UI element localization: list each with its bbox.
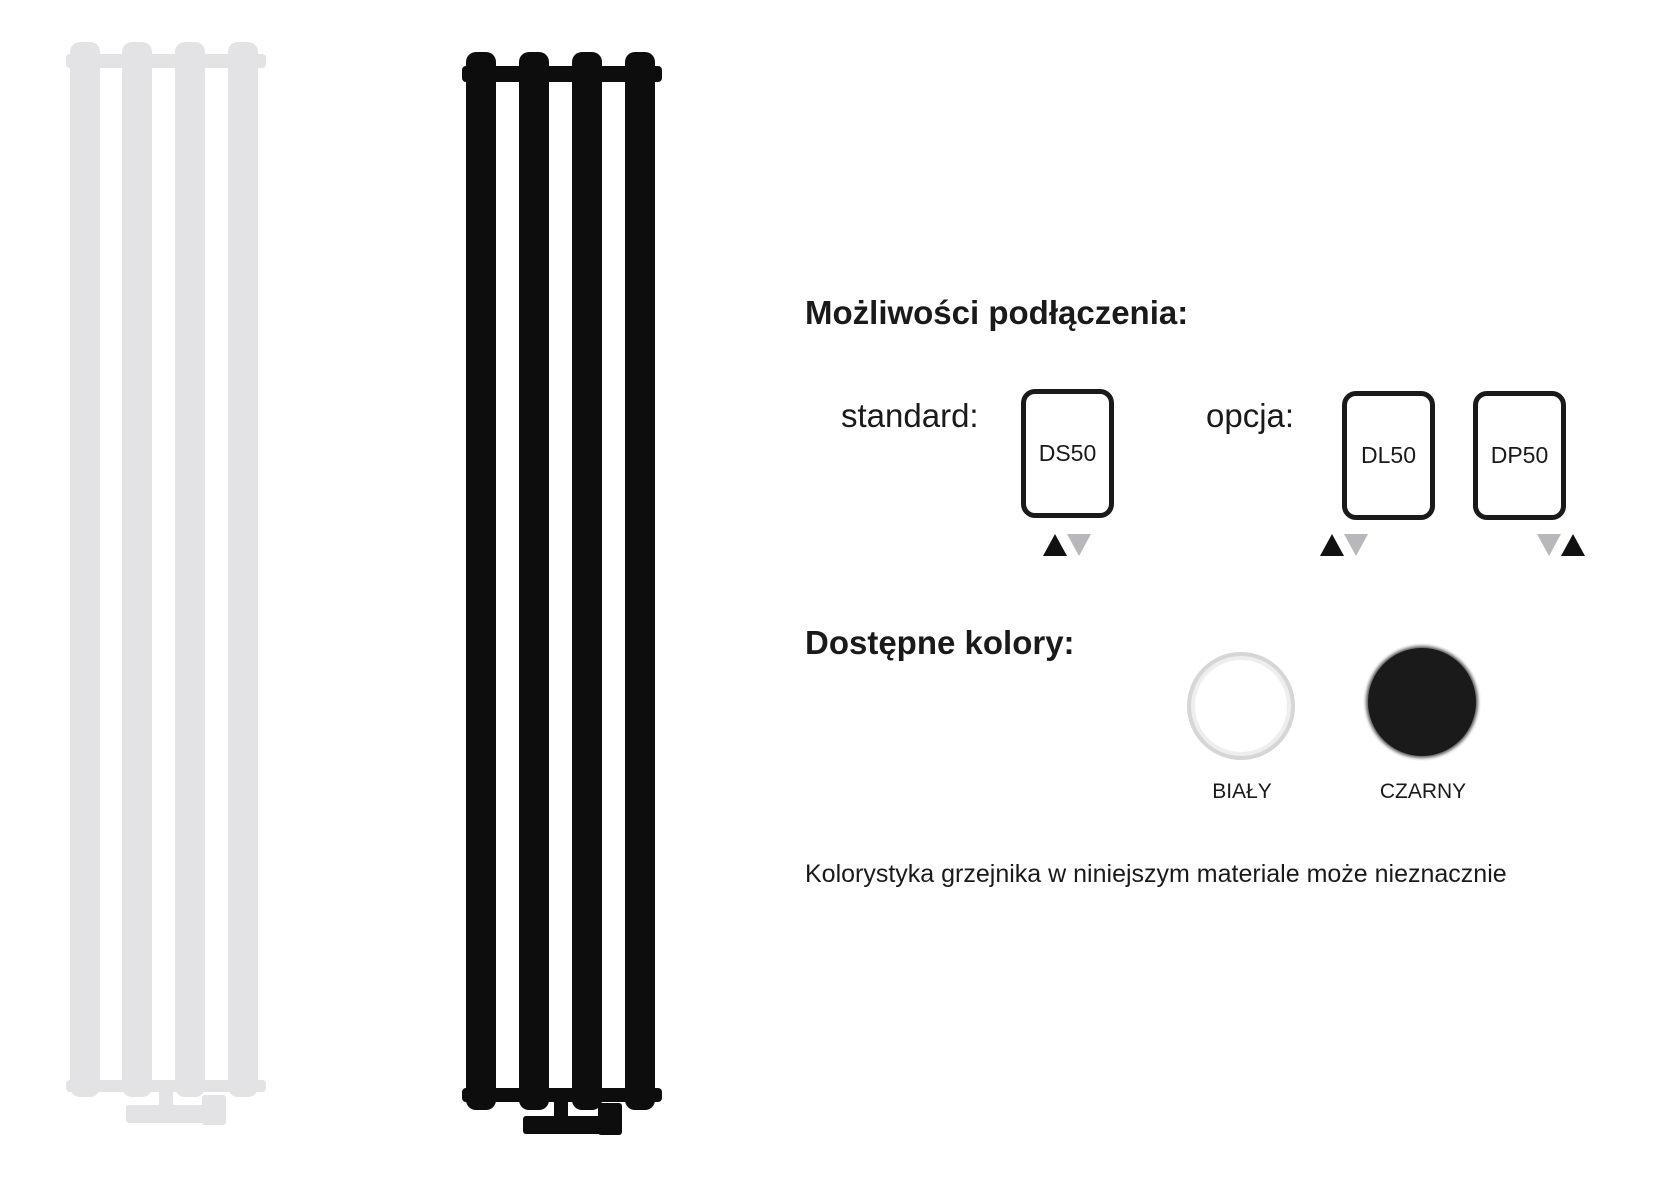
white-radiator-image — [66, 42, 266, 1125]
color-label-black: CZARNY — [1379, 780, 1467, 803]
color-label-white: BIAŁY — [1212, 780, 1272, 803]
connection-code: DS50 — [1038, 440, 1097, 466]
black-radiator-image — [462, 52, 662, 1135]
color-disclaimer: Kolorystyka grzejnika w niniejszym mater… — [805, 860, 1507, 888]
connection-code: DL50 — [1361, 442, 1416, 468]
color-swatch-white — [1187, 652, 1295, 760]
arrow-down-icon — [1344, 534, 1368, 556]
connection-dp50: DP50 — [1473, 391, 1566, 520]
connection-ds50: DS50 — [1021, 389, 1114, 518]
option-label: opcja: — [1206, 397, 1295, 434]
colors-heading: Dostępne kolory: — [805, 624, 1075, 661]
arrow-up-icon — [1320, 534, 1344, 556]
connection-code: DP50 — [1490, 442, 1549, 468]
arrow-down-icon — [1067, 534, 1091, 556]
connections-heading: Możliwości podłączenia: — [805, 294, 1189, 331]
connection-dl50: DL50 — [1342, 391, 1435, 520]
arrow-down-icon — [1537, 534, 1561, 556]
arrow-up-icon — [1561, 534, 1585, 556]
standard-label: standard: — [841, 397, 979, 434]
arrow-up-icon — [1043, 534, 1067, 556]
color-swatch-black — [1368, 648, 1476, 756]
